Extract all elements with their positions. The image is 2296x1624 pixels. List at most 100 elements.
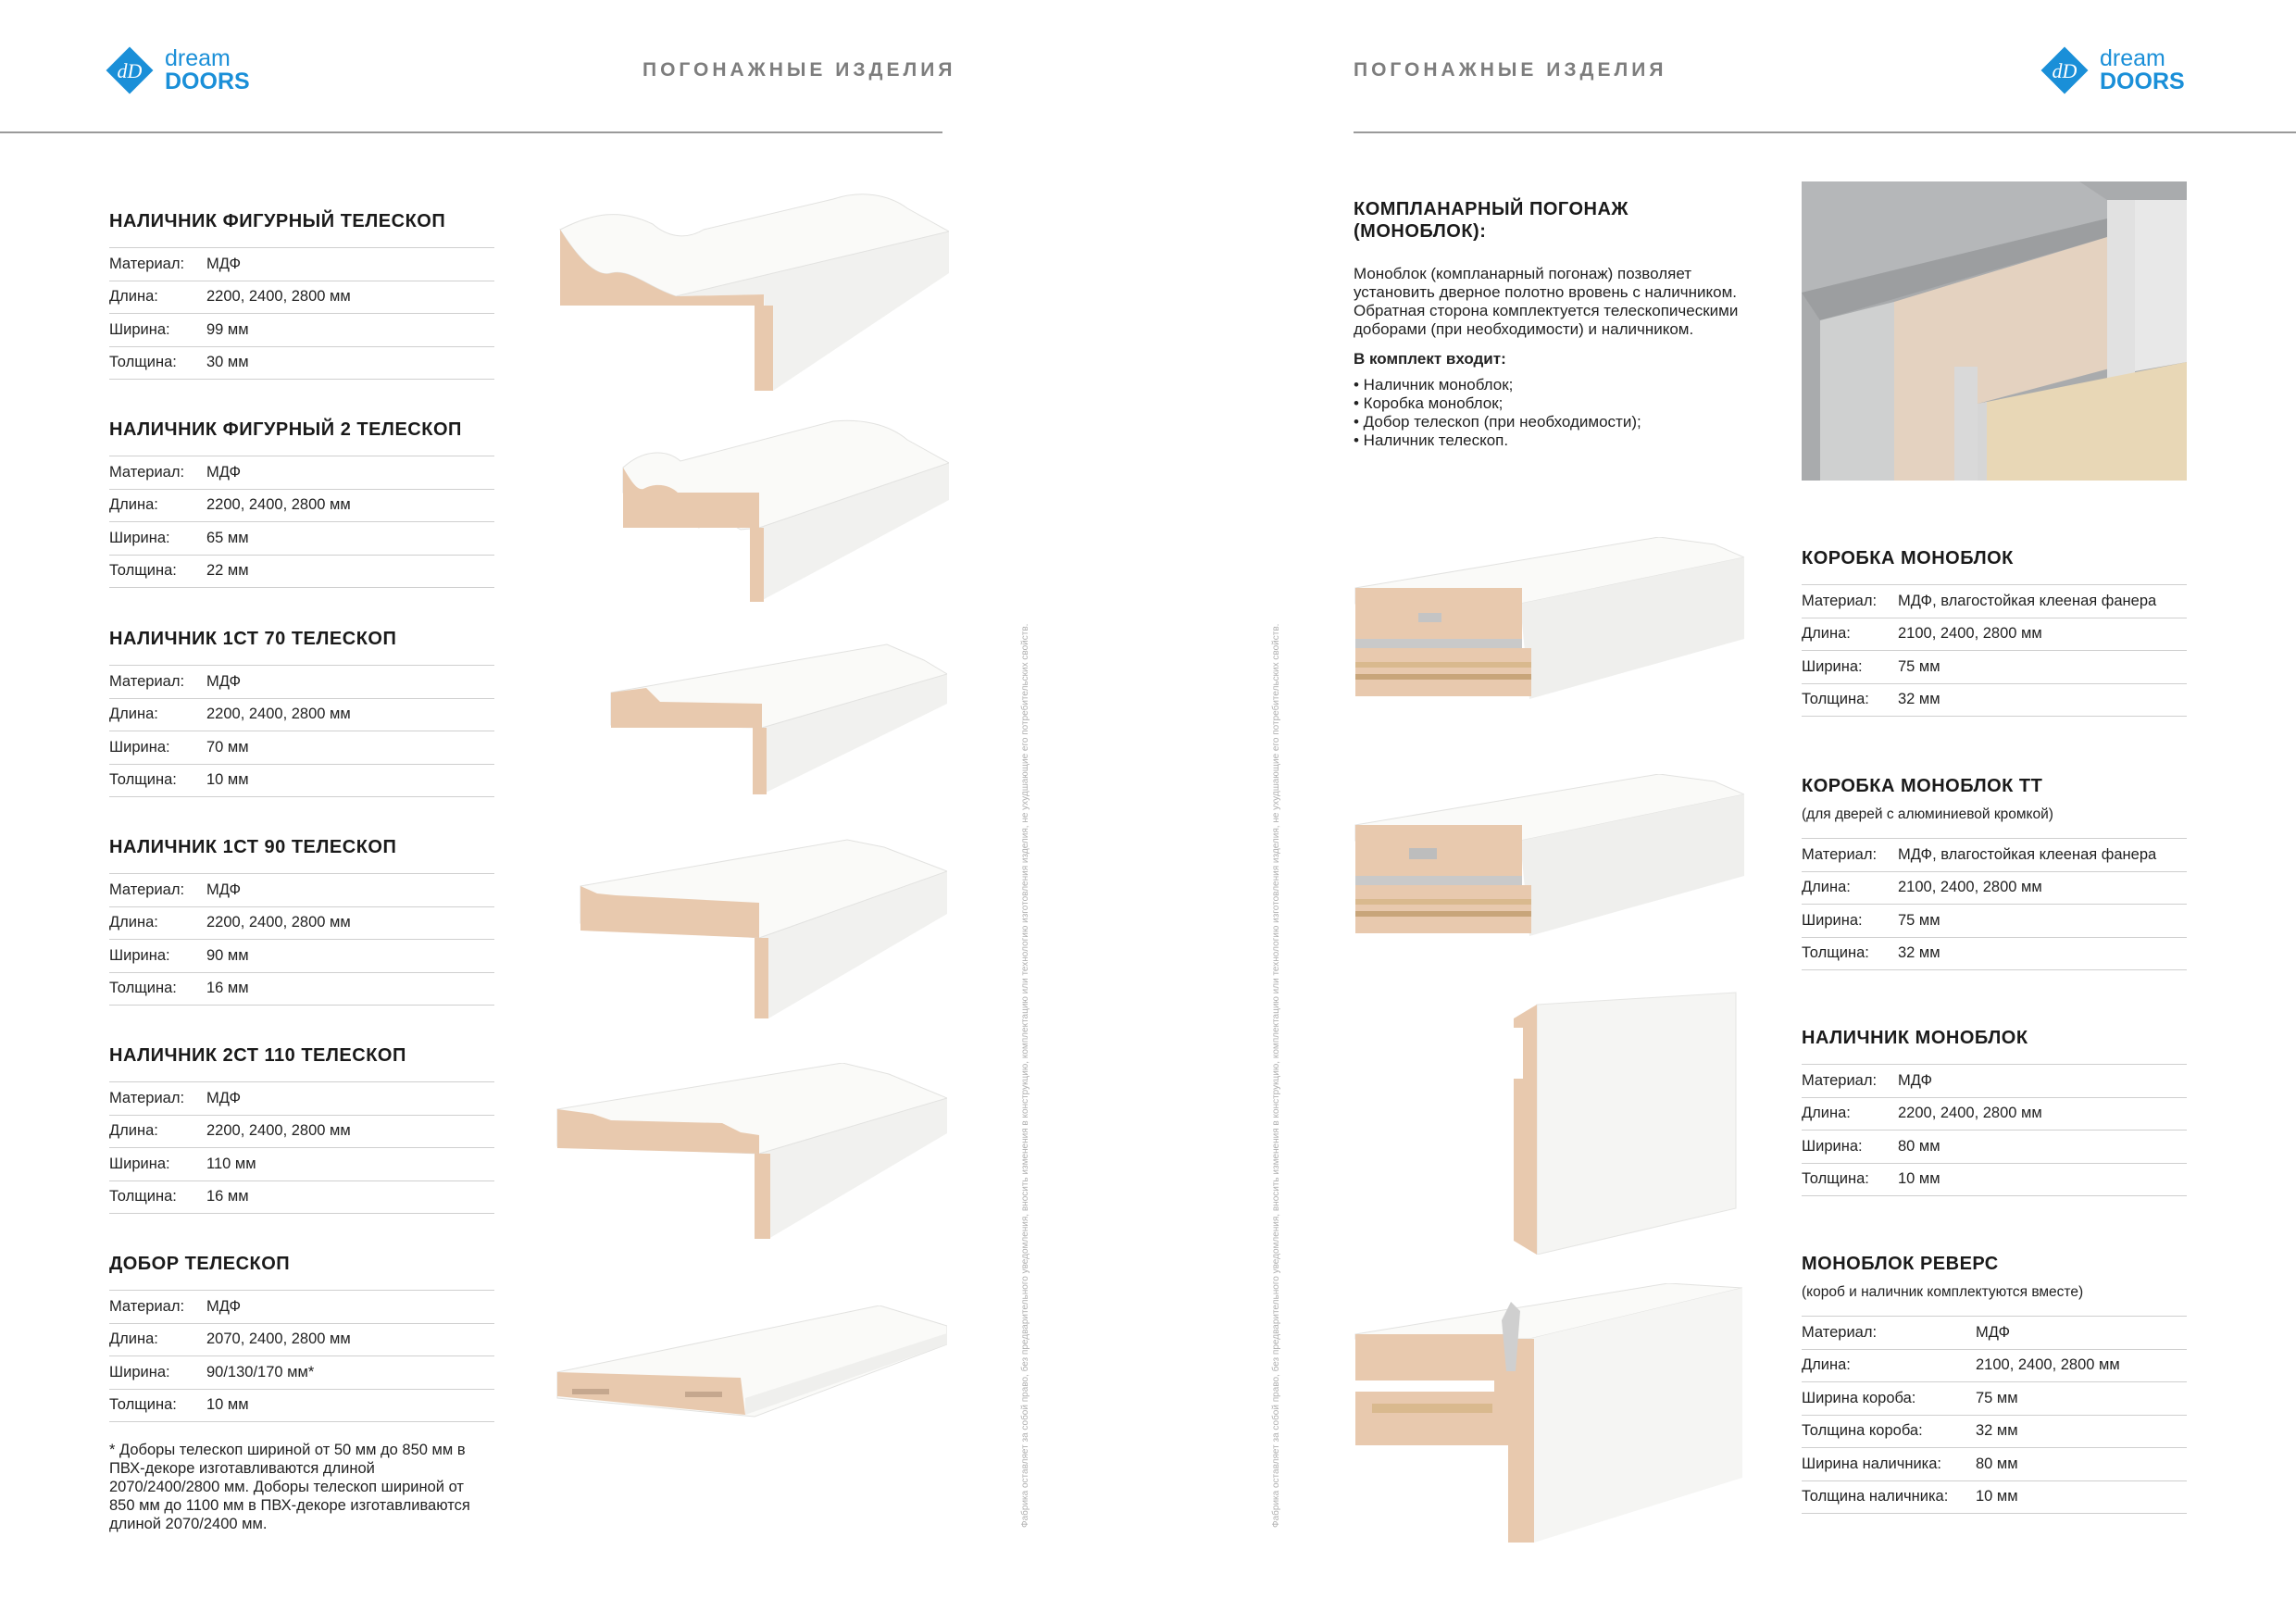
spec-value: 2100, 2400, 2800 мм	[1898, 617, 2187, 651]
spec-row: Толщина:16 мм	[109, 971, 494, 1006]
spec-table: Материал:МДФ Длина:2100, 2400, 2800 мм Ш…	[1802, 1316, 2187, 1514]
spec-label: Ширина:	[109, 313, 206, 346]
spec-row: Ширина:110 мм	[109, 1147, 494, 1181]
spec-value: 10 мм	[1898, 1162, 2187, 1196]
spec-value: 10 мм	[206, 763, 494, 797]
spec-label: Толщина:	[109, 1388, 206, 1422]
spec-label: Материал:	[109, 873, 206, 906]
kit-item: • Наличник телескоп.	[1354, 431, 1509, 449]
product-title: НАЛИЧНИК МОНОБЛОК	[1802, 1028, 2028, 1048]
spec-row: Толщина:22 мм	[109, 554, 494, 588]
spec-label: Материал:	[109, 247, 206, 281]
spec-row: Толщина:32 мм	[1802, 682, 2187, 717]
spec-table: Материал:МДФ Длина:2200, 2400, 2800 мм Ш…	[109, 247, 494, 380]
spec-label: Ширина:	[109, 1355, 206, 1389]
spec-label: Ширина наличника:	[1802, 1447, 1976, 1480]
kit-item: • Наличник моноблок;	[1354, 376, 1514, 394]
profile-nalichnik-monoblok-image	[1514, 992, 1737, 1255]
spec-label: Длина:	[109, 906, 206, 940]
spec-label: Материал:	[109, 456, 206, 489]
spec-row: Толщина:10 мм	[109, 763, 494, 797]
spec-row: Длина:2200, 2400, 2800 мм	[109, 280, 494, 314]
spec-value: 2100, 2400, 2800 мм	[1976, 1348, 2187, 1382]
spec-value: 2200, 2400, 2800 мм	[206, 1114, 494, 1148]
spec-value: 65 мм	[206, 521, 494, 555]
brand-logo-left: dD dream DOORS	[104, 44, 250, 96]
profile-2ct-110-image	[556, 1063, 947, 1239]
brand-line1: dream	[165, 45, 231, 71]
spec-row: Ширина:75 мм	[1802, 904, 2187, 937]
spec-label: Материал:	[1802, 1316, 1976, 1349]
spec-label: Толщина:	[1802, 1162, 1898, 1196]
spec-value: 2070, 2400, 2800 мм	[206, 1322, 494, 1356]
dream-doors-logo-icon: dD	[2040, 46, 2089, 94]
spec-row: Толщина:10 мм	[109, 1388, 494, 1422]
spec-label: Толщина:	[109, 554, 206, 588]
spec-row: Ширина наличника:80 мм	[1802, 1447, 2187, 1480]
spec-label: Материал:	[1802, 1064, 1898, 1097]
spec-row: Толщина короба:32 мм	[1802, 1414, 2187, 1448]
product-3: НАЛИЧНИК 1СТ 90 ТЕЛЕСКОП Материал:МДФ Дл…	[109, 837, 494, 1006]
brand-line2: DOORS	[2100, 69, 2185, 94]
vertical-disclaimer-left: Фабрика оставляет за собой право, без пр…	[1020, 623, 1030, 1528]
svg-text:dD: dD	[2053, 59, 2078, 82]
spec-label: Длина:	[109, 280, 206, 314]
spec-label: Ширина короба:	[1802, 1381, 1976, 1415]
spec-row: Материал:МДФ	[1802, 1316, 2187, 1349]
spec-row: Длина:2200, 2400, 2800 мм	[109, 697, 494, 731]
spec-value: 32 мм	[1898, 936, 2187, 970]
product-5: ДОБОР ТЕЛЕСКОП Материал:МДФ Длина:2070, …	[109, 1254, 494, 1533]
spec-value: 32 мм	[1976, 1414, 2187, 1448]
product-subtitle: (короб и наличник комплектуются вместе)	[1802, 1284, 2084, 1300]
product-1: НАЛИЧНИК ФИГУРНЫЙ 2 ТЕЛЕСКОП Материал:МД…	[109, 419, 494, 588]
spec-label: Материал:	[1802, 838, 1898, 871]
spec-value: МДФ	[206, 665, 494, 698]
profile-dobor-telescope-image	[556, 1305, 947, 1418]
spec-value: 99 мм	[206, 313, 494, 346]
product-title: КОРОБКА МОНОБЛОК	[1802, 548, 2014, 568]
kit-item: • Добор телескоп (при необходимости);	[1354, 413, 1641, 431]
spec-row: Длина:2200, 2400, 2800 мм	[109, 1114, 494, 1148]
monoblock-intro-title: КОМПЛАНАРНЫЙ ПОГОНАЖ (МОНОБЛОК):	[1354, 199, 1628, 242]
spec-row: Материал:МДФ	[109, 456, 494, 489]
section-title-right: ПОГОНАЖНЫЕ ИЗДЕЛИЯ	[1354, 59, 1667, 81]
spec-value: МДФ	[206, 456, 494, 489]
spec-label: Толщина:	[1802, 936, 1898, 970]
brand-line2: DOORS	[165, 69, 250, 94]
product-title: НАЛИЧНИК 1СТ 70 ТЕЛЕСКОП	[109, 629, 397, 649]
spec-table: Материал:МДФ Длина:2200, 2400, 2800 мм Ш…	[1802, 1064, 2187, 1196]
spec-value: 90/130/170 мм*	[206, 1355, 494, 1389]
spec-row: Длина:2200, 2400, 2800 мм	[109, 488, 494, 522]
spec-label: Ширина:	[109, 1147, 206, 1181]
spec-value: 75 мм	[1898, 904, 2187, 937]
product-title: НАЛИЧНИК ФИГУРНЫЙ 2 ТЕЛЕСКОП	[109, 419, 462, 440]
spec-label: Материал:	[109, 665, 206, 698]
product-subtitle: (для дверей с алюминиевой кромкой)	[1802, 806, 2053, 822]
spec-value: 70 мм	[206, 731, 494, 764]
profile-1ct-70-image	[610, 643, 947, 794]
spec-table: Материал:МДФ, влагостойкая клееная фанер…	[1802, 838, 2187, 970]
product-title: МОНОБЛОК РЕВЕРС	[1802, 1254, 1999, 1274]
spec-row: Толщина:10 мм	[1802, 1162, 2187, 1196]
header-divider-right	[1354, 131, 2296, 133]
spec-value: 110 мм	[206, 1147, 494, 1181]
spec-label: Ширина:	[109, 521, 206, 555]
spec-value: 80 мм	[1898, 1130, 2187, 1163]
spec-label: Толщина:	[1802, 682, 1898, 717]
spec-value: МДФ	[206, 1290, 494, 1323]
spec-label: Толщина короба:	[1802, 1414, 1976, 1448]
spec-label: Длина:	[109, 697, 206, 731]
spec-row: Толщина:30 мм	[109, 345, 494, 380]
spec-row: Длина:2100, 2400, 2800 мм	[1802, 617, 2187, 651]
spec-row: Материал:МДФ	[109, 247, 494, 281]
profile-1ct-90-image	[580, 839, 947, 1018]
vertical-disclaimer-right: Фабрика оставляет за собой право, без пр…	[1271, 623, 1281, 1528]
product-title: НАЛИЧНИК 1СТ 90 ТЕЛЕСКОП	[109, 837, 397, 857]
spec-row: Ширина:80 мм	[1802, 1130, 2187, 1163]
spec-value: 2200, 2400, 2800 мм	[206, 488, 494, 522]
profile-monoblok-revers-image	[1354, 1283, 1742, 1543]
kit-item: • Коробка моноблок;	[1354, 394, 1504, 412]
spec-row: Материал:МДФ	[109, 1290, 494, 1323]
spec-label: Материал:	[109, 1081, 206, 1115]
profile-figured-telescope-image	[559, 194, 949, 391]
